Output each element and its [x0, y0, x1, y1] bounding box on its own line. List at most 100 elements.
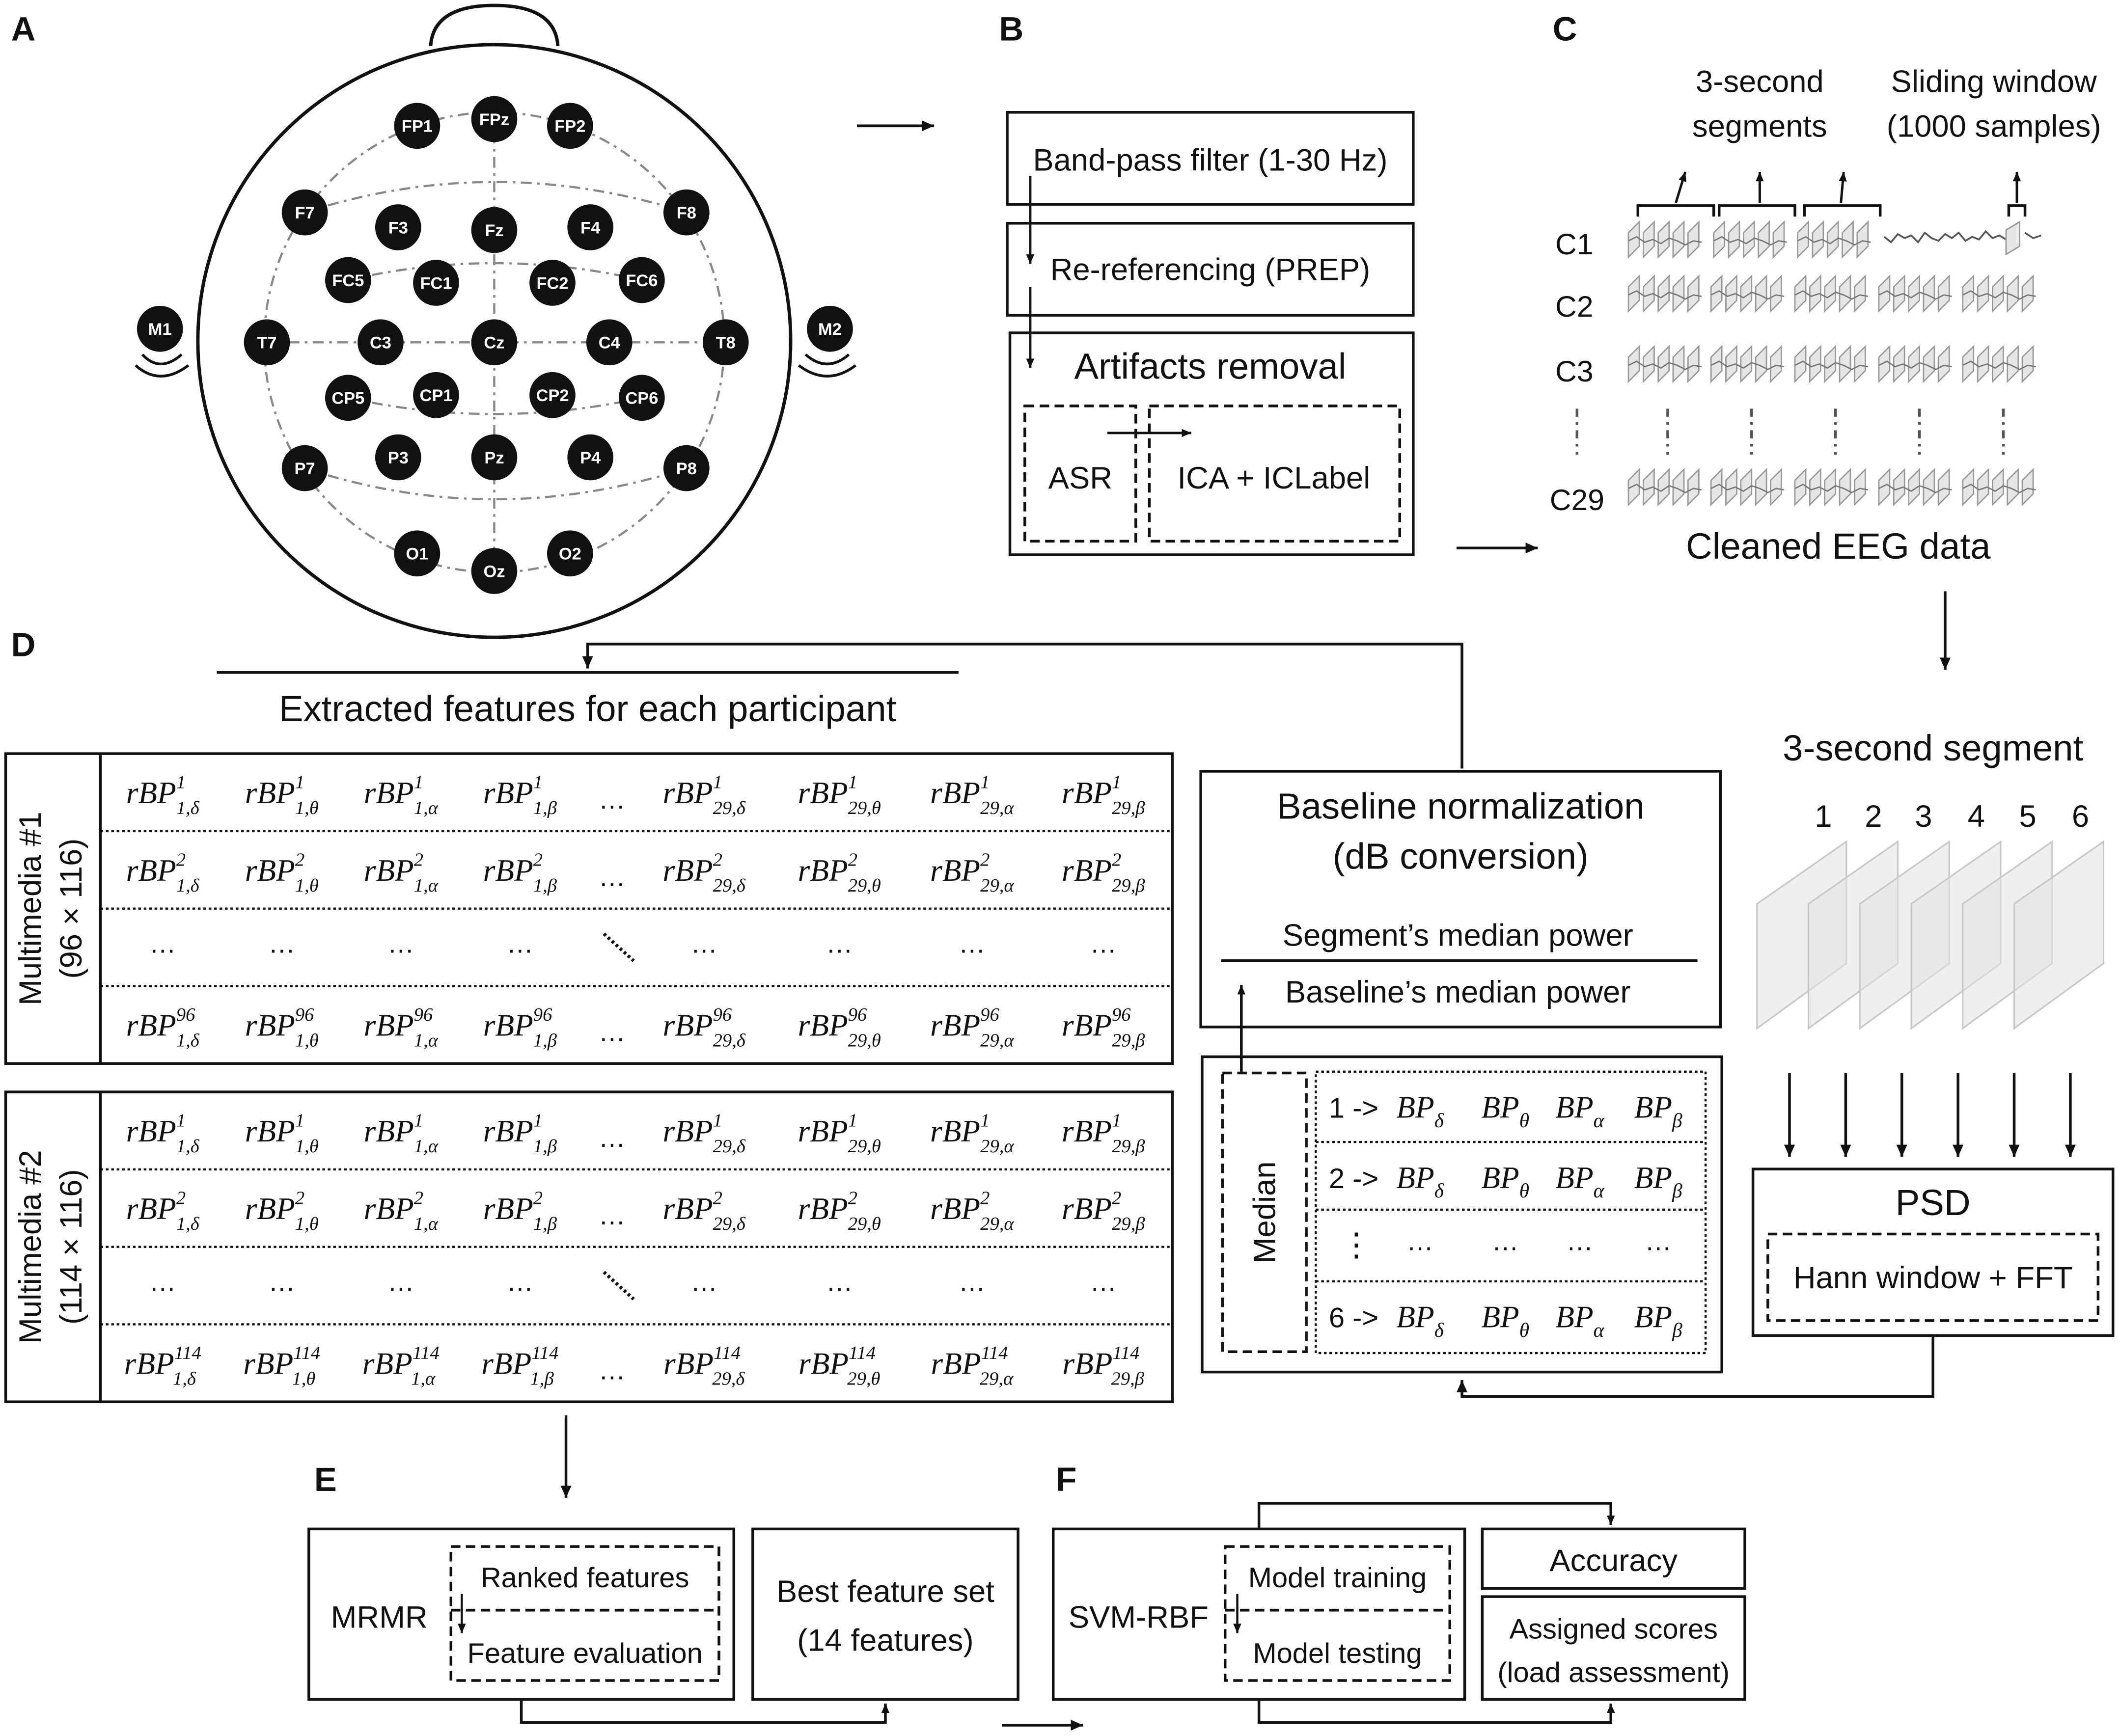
ellipsis-cell: …	[149, 928, 176, 959]
ranked-features-label: Ranked features	[481, 1562, 689, 1594]
electrode-label: CP1	[419, 386, 452, 405]
median-label: Median	[1248, 1161, 1282, 1263]
accuracy-label: Accuracy	[1549, 1544, 1678, 1578]
electrode-label: F3	[388, 218, 408, 237]
ellipsis-cell: …	[826, 1267, 853, 1297]
electrode-fp2: FP2	[547, 103, 593, 149]
mrmr-panel: MRMR Ranked features Feature evaluation …	[307, 1527, 1019, 1724]
electrode-pz: Pz	[471, 434, 518, 481]
electrode-label: CP5	[331, 389, 364, 408]
segment-number: 4	[1968, 799, 1985, 834]
asr-label: ASR	[1048, 461, 1112, 495]
ellipsis-cell: …	[1090, 1267, 1117, 1297]
segments-label-line2: segments	[1692, 109, 1827, 143]
ellipsis-cell: …	[599, 1355, 626, 1385]
electrode-f4: F4	[567, 204, 614, 250]
bp-row-prefix: 2 ->	[1329, 1163, 1378, 1194]
electrode-m2: M2	[807, 305, 853, 352]
ica-iclabel-label: ICA + ICLabel	[1178, 461, 1371, 495]
electrode-cz: Cz	[471, 319, 518, 366]
segment-plane	[2013, 840, 2105, 1030]
electrode-label: FP1	[402, 117, 433, 136]
arrow-psd-to-bp	[1457, 1335, 1934, 1398]
electrode-label: M1	[148, 320, 172, 339]
numerator-label: Segment’s median power	[1283, 918, 1633, 952]
panel-letter-e: E	[314, 1461, 337, 1498]
svm-rbf-label: SVM-RBF	[1069, 1600, 1209, 1635]
ellipsis-cell: …	[1645, 1226, 1672, 1256]
electrode-cp5: CP5	[325, 375, 371, 421]
electrode-c4: C4	[586, 319, 633, 366]
preprocessing-panel: Band-pass filter (1-30 Hz) Re-referencin…	[1006, 110, 1415, 556]
mrmr-label: MRMR	[331, 1600, 428, 1635]
electrode-oz: Oz	[471, 548, 518, 594]
hann-fft-label: Hann window + FFT	[1793, 1261, 2073, 1295]
panel-letter-a: A	[11, 10, 36, 48]
sliding-window-label-line1: Sliding window	[1891, 64, 2097, 99]
electrode-label: FC2	[536, 274, 568, 293]
electrode-label: F8	[677, 204, 696, 222]
electrode-label: M2	[818, 320, 842, 339]
electrode-label: Pz	[484, 449, 504, 467]
svm-panel: SVM-RBF Model training Model testing Acc…	[1051, 1502, 1746, 1724]
electrode-label: F4	[580, 218, 600, 237]
sliding-window-label-line2: (1000 samples)	[1887, 109, 2101, 143]
electrode-fc5: FC5	[325, 257, 371, 303]
ellipsis-cell: …	[268, 928, 295, 959]
electrode-cp2: CP2	[529, 372, 576, 418]
table-label-line1: Multimedia #1	[13, 812, 48, 1005]
bp-row-prefix: 1 ->	[1329, 1092, 1378, 1124]
electrode-label: P3	[388, 449, 409, 467]
bp-row-prefix: 6 ->	[1329, 1302, 1378, 1334]
psd-box: PSD Hann window + FFT	[1751, 1167, 2115, 1337]
panel-letter-c: C	[1553, 10, 1577, 48]
electrode-label: C3	[370, 334, 391, 353]
ellipsis-cell: …	[826, 928, 853, 959]
segment-number: 3	[1915, 799, 1932, 834]
best-feature-set-line2: (14 features)	[797, 1623, 973, 1657]
segment-title: 3-second segment	[1783, 728, 2083, 768]
ellipsis-cell: …	[690, 928, 717, 959]
electrode-label: FC6	[626, 271, 658, 290]
segment-number: 2	[1865, 799, 1882, 834]
psd-label: PSD	[1896, 1182, 1971, 1223]
electrode-m1: M1	[137, 305, 183, 352]
electrode-fc6: FC6	[619, 257, 665, 303]
eeg-trace-row	[1627, 345, 2036, 383]
ellipsis-cell: …	[599, 784, 626, 814]
electrode-label: P4	[580, 449, 601, 467]
ellipsis-cell: …	[1492, 1226, 1519, 1256]
electrode-f7: F7	[281, 189, 328, 236]
best-feature-set-line1: Best feature set	[776, 1574, 994, 1609]
cleaned-eeg-panel: 3-second segments Sliding window (1000 s…	[1550, 64, 2101, 567]
baseline-normalization-box: Baseline normalization (dB conversion) S…	[1199, 770, 1722, 1029]
electrode-t8: T8	[702, 319, 749, 366]
electrode-label: FP2	[554, 117, 585, 136]
electrode-label: P8	[676, 460, 697, 478]
feature-evaluation-label: Feature evaluation	[467, 1638, 702, 1669]
electrode-f3: F3	[375, 204, 421, 250]
rereferencing-label: Re-referencing (PREP)	[1050, 253, 1371, 287]
electrode-label: O1	[406, 545, 428, 564]
ellipsis-cell: …	[690, 1267, 717, 1297]
electrode-label: Fz	[485, 221, 503, 240]
eeg-trace-row	[1627, 220, 2042, 259]
ellipsis-cell: …	[1090, 928, 1117, 959]
panel-letter-d: D	[11, 626, 36, 664]
electrode-label: P7	[295, 460, 315, 478]
electrode-label: CP6	[625, 389, 658, 408]
cleaned-eeg-caption: Cleaned EEG data	[1686, 526, 1991, 567]
model-testing-label: Model testing	[1253, 1638, 1422, 1669]
channel-label-c2: C2	[1555, 290, 1593, 323]
electrode-fp1: FP1	[394, 103, 441, 149]
assigned-scores-line1: Assigned scores	[1509, 1614, 1718, 1645]
ellipsis-cell: …	[387, 1267, 414, 1297]
denominator-label: Baseline’s median power	[1285, 975, 1630, 1009]
bandpass-filter-label: Band-pass filter (1-30 Hz)	[1033, 143, 1387, 177]
